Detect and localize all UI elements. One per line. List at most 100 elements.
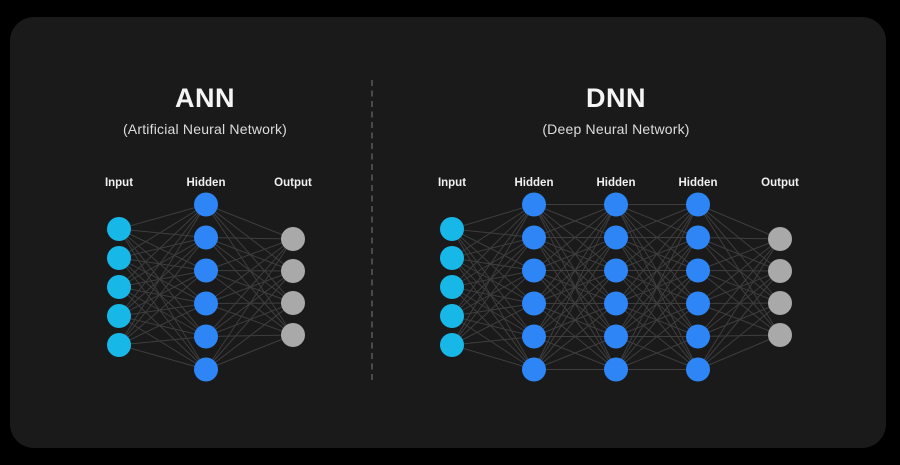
edge-line: [205, 237, 294, 240]
layer-label-output: Output: [761, 177, 799, 189]
edge-line: [118, 286, 207, 370]
output-node: [281, 227, 305, 251]
output-node: [768, 323, 792, 347]
edge-line: [451, 270, 535, 346]
edge-line: [451, 286, 535, 304]
edge-line: [697, 238, 781, 337]
edge-line: [451, 228, 535, 271]
edge-line: [451, 228, 535, 304]
edge-line: [451, 286, 535, 337]
edge-line: [205, 238, 294, 304]
hidden-node: [522, 324, 546, 349]
edge-line: [118, 204, 207, 346]
edge-line: [118, 228, 207, 337]
edge-line: [615, 204, 699, 238]
hidden-node: [686, 291, 710, 316]
layer-label-input: Input: [105, 177, 133, 189]
edge-line: [118, 237, 207, 346]
edge-line: [118, 204, 207, 230]
edge-line: [451, 257, 535, 370]
edge-line: [697, 204, 781, 240]
input-node: [107, 275, 131, 299]
edge-line: [451, 228, 535, 238]
edge-line: [697, 238, 781, 370]
input-node: [440, 246, 464, 270]
edge-line: [451, 270, 535, 317]
edge-line: [118, 286, 207, 304]
edge-line: [451, 257, 535, 304]
edge-line: [451, 204, 535, 230]
edge-line: [451, 228, 535, 370]
edge-line: [118, 204, 207, 317]
edge-line: [451, 257, 535, 337]
edge-line: [615, 336, 699, 370]
edge-line: [533, 270, 617, 370]
edge-line: [697, 237, 781, 240]
hidden-node: [686, 225, 710, 250]
edge-line: [118, 237, 207, 317]
edge-line: [533, 204, 617, 337]
layer-label-input: Input: [438, 177, 466, 189]
edge-line: [451, 344, 535, 370]
hidden-node: [194, 192, 218, 217]
edge-line: [118, 204, 207, 259]
edge-line: [118, 303, 207, 317]
edge-line: [533, 336, 617, 370]
hidden-node: [686, 324, 710, 349]
edge-line: [118, 228, 207, 271]
edge-line: [205, 238, 294, 271]
edge-line: [118, 270, 207, 288]
hidden-node: [686, 192, 710, 217]
hidden-node: [522, 225, 546, 250]
hidden-node: [604, 291, 628, 316]
edge-line: [118, 257, 207, 271]
edge-line: [205, 302, 294, 370]
edge-line: [451, 286, 535, 370]
edge-line: [118, 257, 207, 370]
hidden-node: [522, 291, 546, 316]
edge-line: [451, 303, 535, 346]
edge-line: [118, 344, 207, 370]
edge-line: [615, 237, 699, 370]
edge-line: [118, 257, 207, 304]
edge-line: [118, 228, 207, 304]
edge-line: [451, 257, 535, 271]
edge-line: [451, 237, 535, 317]
input-node: [440, 304, 464, 328]
edge-line: [205, 238, 294, 370]
edge-line: [697, 302, 781, 370]
edge-line: [533, 204, 617, 304]
edge-line: [451, 237, 535, 346]
input-node: [107, 304, 131, 328]
edge-line: [615, 270, 699, 370]
input-node: [440, 333, 464, 357]
layer-label-hidden: Hidden: [187, 177, 226, 189]
edge-line: [451, 270, 535, 288]
output-node: [768, 227, 792, 251]
input-node: [440, 275, 464, 299]
edge-line: [615, 204, 699, 337]
edges-group: [118, 204, 781, 370]
hidden-node: [686, 258, 710, 283]
edge-line: [118, 286, 207, 337]
edge-line: [615, 303, 699, 370]
edge-line: [118, 237, 207, 259]
edge-line: [451, 204, 535, 346]
hidden-node: [194, 324, 218, 349]
hidden-node: [522, 258, 546, 283]
layer-label-hidden: Hidden: [515, 177, 554, 189]
edge-line: [118, 315, 207, 370]
edge-line: [697, 238, 781, 304]
input-node: [440, 217, 464, 241]
edge-line: [118, 237, 207, 288]
hidden-node: [604, 192, 628, 217]
hidden-node: [522, 192, 546, 217]
hidden-node: [194, 291, 218, 316]
edge-line: [118, 204, 207, 288]
edge-line: [205, 238, 294, 337]
edge-line: [205, 270, 294, 370]
hidden-node: [604, 324, 628, 349]
edge-line: [615, 204, 699, 370]
